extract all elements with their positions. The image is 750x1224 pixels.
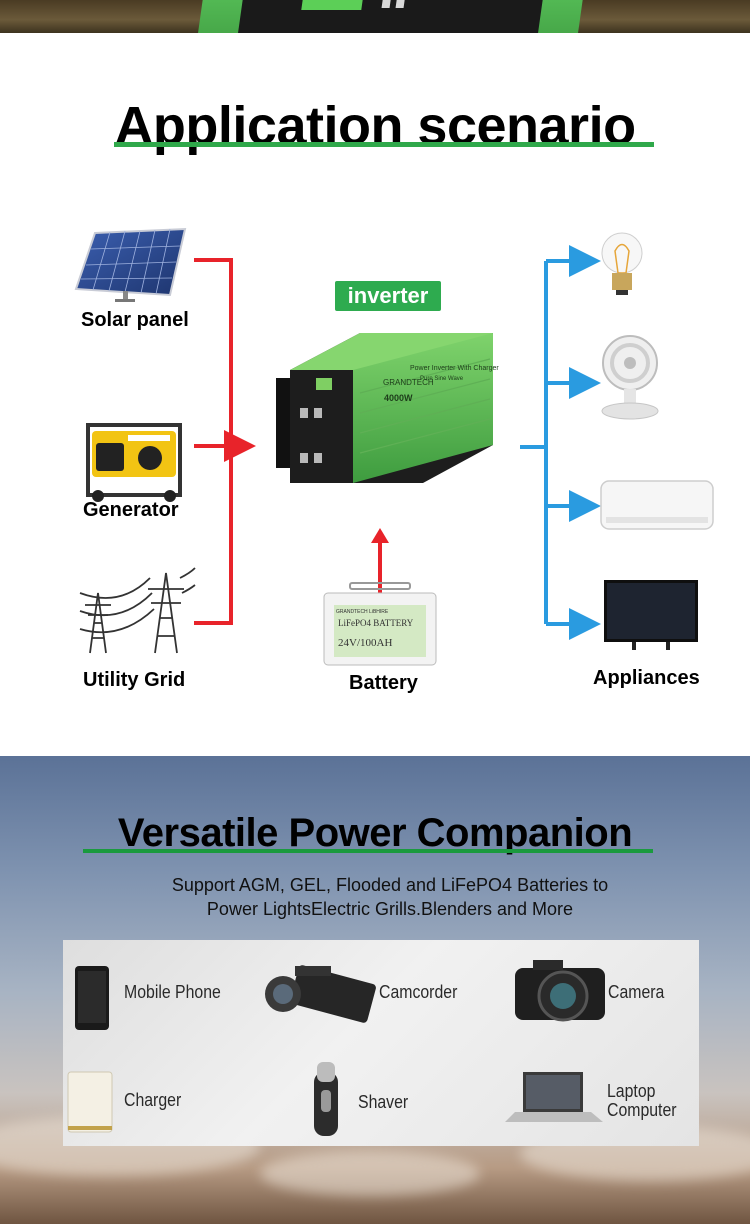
svg-text:GRANDTECH LiBHIRE: GRANDTECH LiBHIRE	[336, 609, 389, 615]
laptop-icon	[505, 1072, 603, 1122]
laptop-label-line1: Laptop	[607, 1081, 656, 1101]
laptop-label-line2: Computer	[607, 1100, 677, 1120]
shaver-label: Shaver	[358, 1092, 409, 1112]
device-icons	[67, 960, 605, 1136]
shaver-icon	[314, 1062, 338, 1136]
light-bulb-icon	[601, 232, 643, 295]
versatile-subtitle-line2: Power LightsElectric Grills.Blenders and…	[206, 899, 574, 919]
mobile-phone-label: Mobile Phone	[124, 982, 221, 1002]
inverter-tag: inverter	[335, 281, 441, 311]
television-icon	[604, 580, 698, 650]
camera-icon	[515, 960, 605, 1022]
svg-text:24V/100AH: 24V/100AH	[338, 637, 392, 649]
generator-label: Generator	[83, 499, 179, 521]
title-underline	[114, 142, 654, 147]
svg-text:LiFePO4 BATTERY: LiFePO4 BATTERY	[338, 618, 414, 628]
svg-text:Power Inverter With Charger: Power Inverter With Charger	[410, 365, 499, 372]
versatile-section: Versatile Power Companion Support AGM, G…	[0, 756, 750, 1224]
fan-icon	[601, 335, 659, 420]
svg-text:GRANDTECH: GRANDTECH	[383, 378, 434, 387]
generator-icon	[86, 423, 182, 502]
solar-panel-label: Solar panel	[81, 309, 189, 331]
camcorder-icon	[265, 965, 376, 1023]
versatile-title-underline	[83, 849, 653, 853]
battery-label: Battery	[349, 672, 418, 694]
camera-label: Camera	[608, 982, 665, 1002]
top-product-strip	[0, 0, 750, 33]
utility-grid-icon	[79, 567, 196, 654]
versatile-title: Versatile Power Companion	[117, 811, 633, 855]
inverter-image: GRANDTECH Power Inverter With Charger Pu…	[276, 333, 499, 483]
camcorder-label: Camcorder	[379, 982, 458, 1002]
source-arrows	[194, 258, 256, 625]
appliance-arrows	[520, 245, 601, 640]
svg-text:4000W: 4000W	[384, 393, 413, 403]
charger-icon	[67, 1071, 113, 1133]
svg-text:Pure Sine Wave: Pure Sine Wave	[420, 376, 464, 382]
versatile-subtitle-line1: Support AGM, GEL, Flooded and LiFePO4 Ba…	[171, 875, 609, 895]
battery-image: GRANDTECH LiBHIRE LiFePO4 BATTERY 24V/10…	[323, 582, 437, 666]
mobile-phone-icon	[75, 966, 109, 1030]
solar-panel-icon	[74, 227, 187, 302]
compatible-devices-panel: Mobile Phone Camcorder Camera Charger Sh…	[63, 940, 699, 1146]
appliances-label: Appliances	[593, 667, 700, 689]
application-diagram: GRANDTECH Power Inverter With Charger Pu…	[74, 227, 714, 666]
inverter-top-image	[194, 0, 586, 33]
utility-grid-label: Utility Grid	[83, 669, 186, 691]
inverter-control-panel	[237, 0, 546, 33]
application-scenario-section: Application scenario	[0, 33, 750, 756]
charger-label: Charger	[124, 1090, 182, 1110]
air-conditioner-icon	[600, 480, 714, 530]
cloud-decoration	[260, 1151, 480, 1196]
